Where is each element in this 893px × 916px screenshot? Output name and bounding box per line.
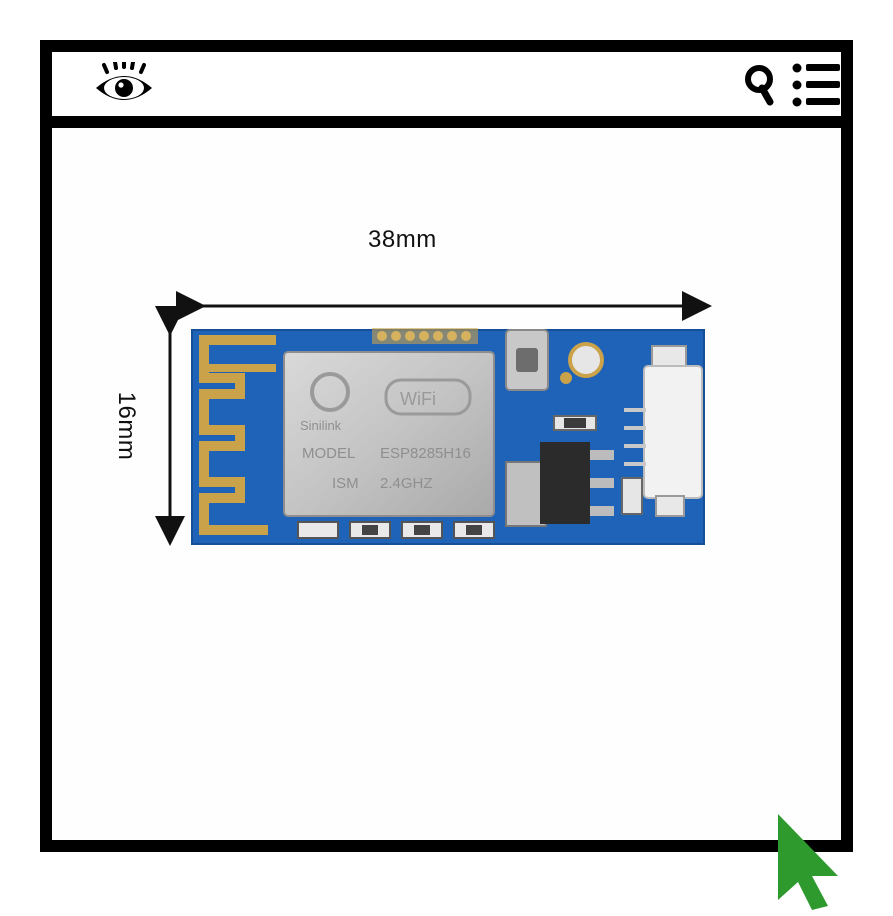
menu-icon[interactable] (792, 62, 842, 108)
voltage-regulator (505, 442, 614, 527)
cursor-arrow-icon (778, 814, 838, 910)
module-model-label: MODEL (302, 445, 355, 462)
antenna-trace (199, 335, 276, 535)
module-ism-label: ISM (332, 475, 359, 492)
wifi-module-shield: Sinilink WiFi MODEL ESP8285H16 ISM 2.4GH… (283, 351, 495, 517)
eye-icon[interactable] (94, 62, 154, 106)
search-icon[interactable] (744, 62, 776, 106)
module-brand: Sinilink (300, 418, 342, 433)
pcb-board: Sinilink WiFi MODEL ESP8285H16 ISM 2.4GH… (191, 328, 705, 545)
module-model-value: ESP8285H16 (380, 445, 471, 462)
module-ism-value: 2.4GHZ (380, 475, 433, 492)
width-dimension-label: 38mm (368, 226, 437, 253)
toolbar (52, 52, 841, 128)
app-window (40, 40, 853, 852)
bottom-smd-components (297, 521, 495, 539)
reset-button-component (505, 329, 549, 391)
module-badge: WiFi (400, 389, 436, 409)
connector-component (624, 345, 703, 517)
header-pads (372, 328, 478, 344)
